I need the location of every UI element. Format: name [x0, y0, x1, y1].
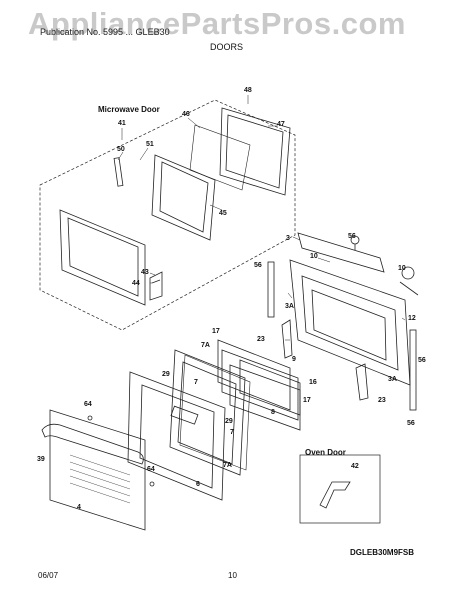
callout-39: 39: [37, 456, 45, 463]
model-code: DGLEB30M9FSB: [350, 548, 415, 557]
part-47-frame: [219, 107, 291, 196]
callout-56-mid: 56: [418, 357, 426, 364]
callout-23-a: 23: [257, 336, 265, 343]
callout-3a-top: 3A: [285, 303, 294, 310]
watermark: AppliancePartsPros.com: [28, 6, 406, 41]
callout-29-b: 29: [225, 418, 233, 425]
part-42-bracket: [319, 481, 351, 509]
callout-50: 50: [117, 146, 125, 153]
callout-4: 4: [77, 504, 81, 511]
callout-29-a: 29: [162, 371, 170, 378]
part-29-latch: [170, 405, 199, 425]
microwave-door-label: Microwave Door: [98, 105, 160, 114]
callout-56-top: 56: [348, 233, 356, 240]
part-23-hinge-left: [281, 319, 293, 359]
footer-date: 06/07: [38, 571, 59, 580]
callout-10-b: 10: [398, 265, 406, 272]
callout-48: 48: [244, 87, 252, 94]
callout-17-a: 17: [212, 328, 220, 335]
callout-47: 47: [277, 121, 285, 128]
part-7a-frame: [169, 349, 246, 476]
part-64-screw-top: [87, 415, 93, 421]
callout-42: 42: [351, 463, 359, 470]
callout-7-bottom: 7: [230, 429, 234, 436]
part-45-frame: [151, 154, 216, 241]
part-4-vent-pattern: [69, 454, 131, 504]
part-46-glass: [189, 124, 251, 191]
callout-16: 16: [309, 379, 317, 386]
section-title: DOORS: [210, 42, 244, 52]
callout-10-a: 10: [310, 253, 318, 260]
callout-56-bottom: 56: [407, 420, 415, 427]
part-3a-right-bracket: [409, 329, 417, 411]
microwave-door-boundary: [39, 99, 296, 331]
part-43-latch: [149, 271, 163, 301]
part-39-handle: [41, 423, 144, 465]
callout-7a-top: 7A: [201, 342, 210, 349]
callout-45: 45: [219, 210, 227, 217]
callout-7a-bottom: 7A: [223, 462, 232, 469]
callout-8: 8: [271, 409, 275, 416]
part-50-strip: [113, 157, 124, 187]
callout-46: 46: [182, 111, 190, 118]
callout-64-bottom: 64: [147, 466, 155, 473]
oven-door-label: Oven Door: [305, 448, 346, 457]
oven-door-inset-box: [299, 454, 381, 524]
callout-56-left: 56: [254, 262, 262, 269]
part-4-outer-door: [49, 409, 146, 531]
callout-12: 12: [408, 315, 416, 322]
callout-23-b: 23: [378, 397, 386, 404]
part-10-hook: [401, 266, 415, 280]
part-17-panel: [217, 339, 291, 411]
part-64-screw-bottom: [149, 481, 155, 487]
part-6-inner-panel: [127, 371, 226, 501]
callout-41: 41: [118, 120, 126, 127]
callout-7-top: 7: [194, 379, 198, 386]
callout-43: 43: [141, 269, 149, 276]
part-8-panel: [229, 364, 301, 431]
part-3a-left-bracket: [267, 261, 275, 318]
publication-line: Publication No. 5995 ... GLEB30: [40, 27, 170, 37]
callout-51: 51: [146, 141, 154, 148]
part-23-hinge-right: [355, 363, 369, 401]
callout-9: 9: [292, 356, 296, 363]
part-41-outer-door: [59, 209, 146, 306]
footer-page-number: 10: [228, 571, 237, 580]
callout-17-b: 17: [303, 397, 311, 404]
callout-3: 3: [286, 235, 290, 242]
part-7-frame: [179, 354, 251, 471]
part-3-top-bracket: [297, 232, 385, 273]
part-12-door-frame: [289, 259, 411, 386]
callout-44: 44: [132, 280, 140, 287]
callout-64-top: 64: [84, 401, 92, 408]
callout-6: 6: [196, 481, 200, 488]
callout-3a-right: 3A: [388, 376, 397, 383]
